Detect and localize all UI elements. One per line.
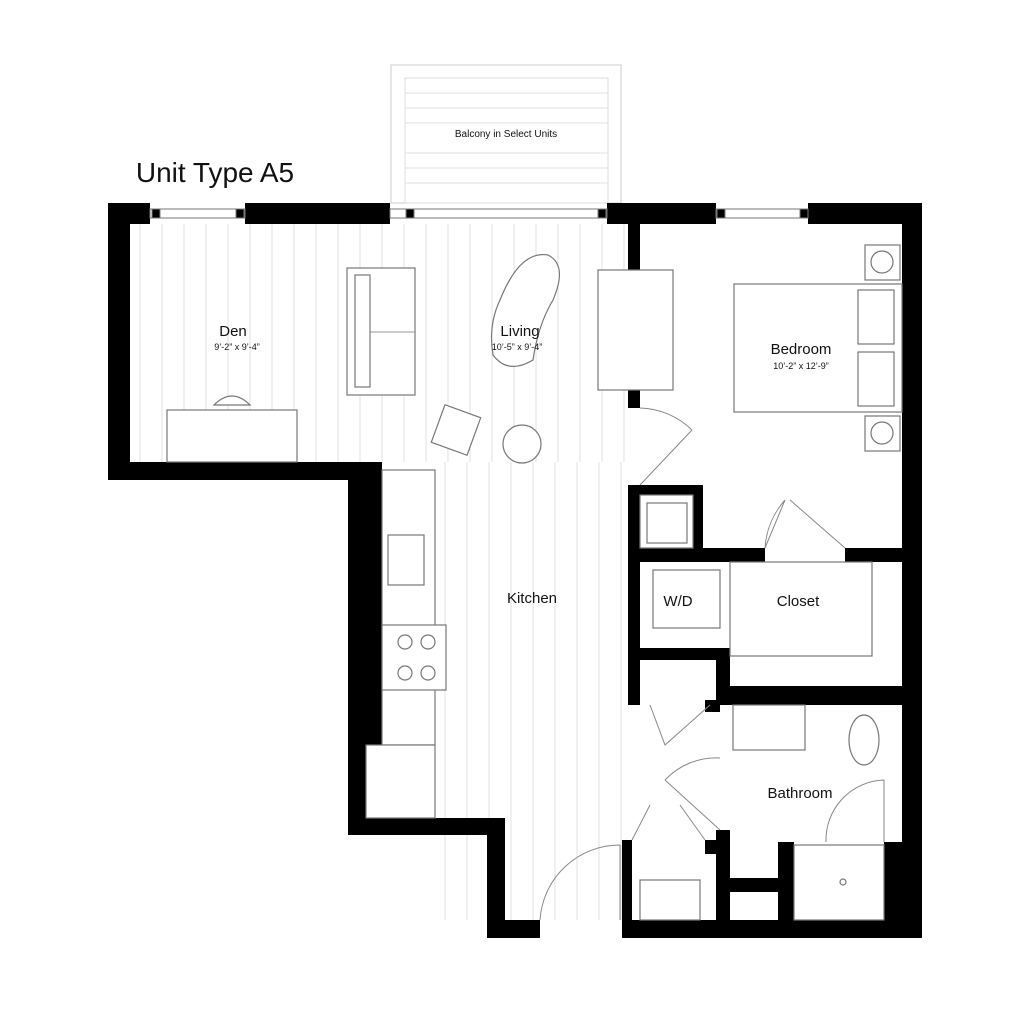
desk [166, 409, 298, 463]
closet-shelf [729, 561, 873, 657]
desk-chair [212, 395, 252, 406]
shower [793, 844, 885, 921]
walls [108, 203, 922, 938]
bedroom-label: Bedroom [771, 341, 832, 358]
side-chair [430, 403, 482, 457]
balcony-label: Balcony in Select Units [455, 129, 557, 140]
side-table [502, 424, 542, 464]
den-dims: 9’-2” x 9’-4” [214, 342, 260, 352]
furniture [166, 244, 903, 921]
stove [381, 624, 447, 691]
lounge-chair [490, 253, 560, 367]
unit-title: Unit Type A5 [136, 157, 294, 188]
sink [387, 534, 425, 586]
balcony [390, 64, 622, 204]
kitchen-label: Kitchen [507, 590, 557, 607]
windows [149, 208, 809, 219]
vanity [732, 704, 806, 751]
bedroom-dims: 10’-2” x 12’-9” [773, 361, 829, 371]
tv-console [597, 269, 674, 391]
washer-dryer [652, 569, 721, 629]
wd-label: W/D [663, 593, 692, 610]
bathroom-label: Bathroom [767, 785, 832, 802]
living-label: Living [500, 323, 539, 340]
living-dims: 10’-5” x 9’-4” [492, 342, 543, 352]
kitchen-counter [381, 469, 436, 746]
den-label: Den [219, 323, 247, 340]
water-heater [639, 879, 701, 921]
toilet [848, 714, 880, 766]
doors [539, 407, 885, 921]
fridge [365, 744, 436, 819]
closet-label: Closet [777, 593, 820, 610]
